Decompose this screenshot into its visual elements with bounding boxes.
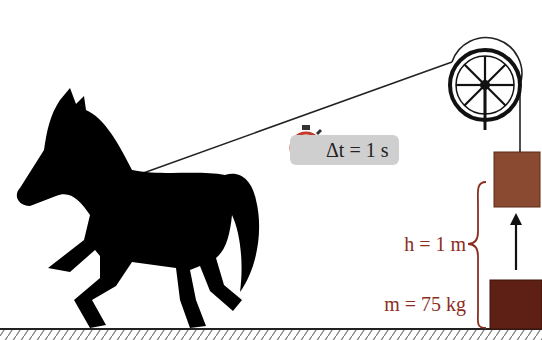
ground-hatching [0, 329, 542, 340]
height-label: h = 1 m [404, 233, 466, 255]
mass-block [490, 280, 542, 329]
lift-arrow-head [510, 213, 522, 225]
time-label-box: Δt = 1 s [290, 135, 399, 165]
lift-arrow [515, 222, 517, 270]
horse-silhouette [17, 88, 259, 328]
rope [135, 62, 452, 176]
pulley [450, 50, 520, 130]
height-brace [468, 182, 486, 328]
mass-label: m = 75 kg [384, 293, 466, 315]
time-label: Δt = 1 s [326, 139, 389, 161]
mass-block-raised [494, 152, 540, 207]
rope [452, 38, 522, 152]
ground-line [0, 328, 542, 330]
